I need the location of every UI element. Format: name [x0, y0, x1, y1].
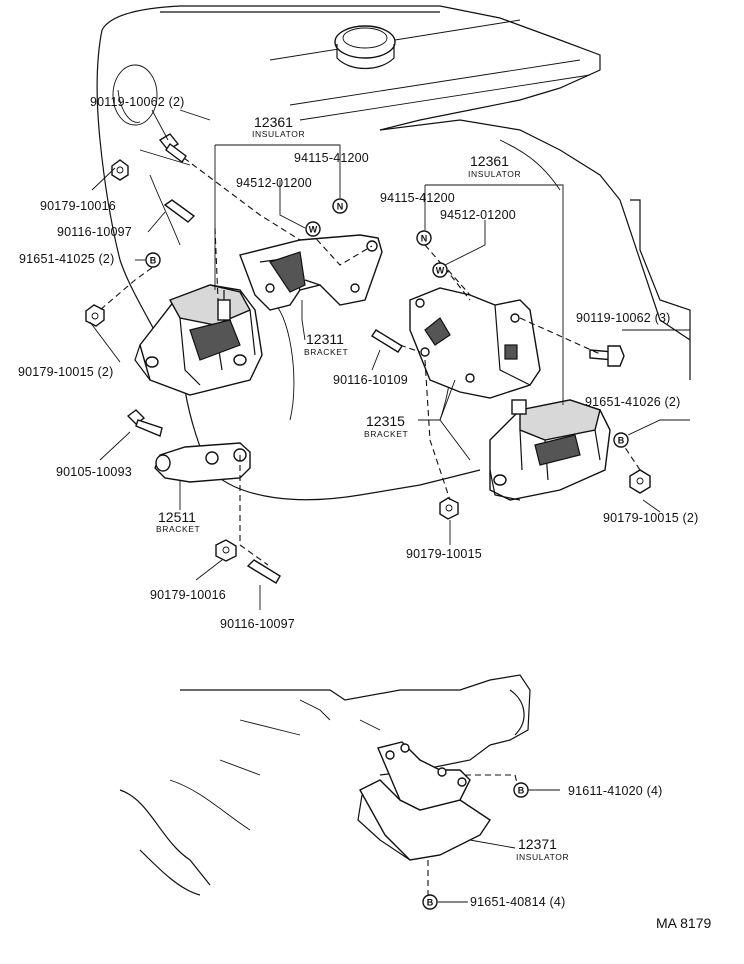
label-91611-41020: 91611-41020 (4) — [568, 784, 663, 798]
left-bracket-12311 — [239, 234, 383, 311]
label-bracket-12511: BRACKET — [156, 524, 200, 534]
nut-icon — [629, 469, 651, 494]
reference-code: MA 8179 — [656, 915, 711, 931]
label-12361-left: 12361 — [254, 114, 293, 130]
bolt-symbol-icon: B — [613, 432, 629, 448]
washer-symbol-icon: W — [432, 262, 448, 278]
nut-icon — [85, 304, 105, 327]
svg-text:W: W — [309, 225, 318, 235]
label-90116-10109: 90116-10109 — [333, 373, 408, 387]
label-insulator-left: INSULATOR — [252, 129, 305, 139]
svg-text:W: W — [436, 266, 445, 276]
part-labels: 90119-10062 (2) 12361 INSULATOR 94115-41… — [18, 95, 711, 931]
svg-text:B: B — [518, 786, 525, 796]
label-12361-right: 12361 — [470, 153, 509, 169]
label-94512-01200-right: 94512-01200 — [440, 208, 516, 222]
bolt-icon — [589, 345, 625, 367]
nut-icon — [111, 159, 129, 181]
bolt-icon — [126, 409, 163, 437]
nut-symbol-icon: N — [332, 198, 348, 214]
label-91651-41025: 91651-41025 (2) — [19, 252, 114, 266]
label-12371: 12371 — [518, 836, 557, 852]
bracket-12315 — [409, 287, 541, 399]
leader-lines — [89, 109, 690, 903]
label-12315: 12315 — [366, 413, 405, 429]
label-insulator-right: INSULATOR — [468, 169, 521, 179]
washer-symbol-icon: W — [305, 221, 321, 237]
bolt-symbol-icon: B — [422, 894, 438, 910]
label-bracket-12311: BRACKET — [304, 347, 348, 357]
label-94512-01200-left: 94512-01200 — [236, 176, 312, 190]
label-90116-10097-bottom: 90116-10097 — [220, 617, 295, 631]
label-12311: 12311 — [306, 331, 344, 347]
svg-text:B: B — [427, 898, 434, 908]
bolt-symbol-icon: B — [145, 252, 161, 268]
label-90179-10016-top: 90179-10016 — [40, 199, 116, 213]
fasteners — [85, 133, 651, 584]
label-bracket-12315: BRACKET — [364, 429, 408, 439]
bolt-icon — [158, 133, 187, 164]
symbol-markers: N W B N W B B B — [145, 198, 629, 910]
svg-text:N: N — [421, 234, 428, 244]
label-94115-41200-right: 94115-41200 — [380, 191, 455, 205]
left-insulator-12361 — [134, 284, 263, 396]
label-90116-10097-top: 90116-10097 — [57, 225, 132, 239]
stud-icon — [163, 199, 196, 223]
label-91651-41026: 91651-41026 (2) — [585, 395, 680, 409]
label-90105-10093: 90105-10093 — [56, 465, 132, 479]
assembly-lines — [99, 157, 641, 900]
svg-text:N: N — [337, 202, 344, 212]
transmission-housing — [119, 674, 531, 896]
label-90179-10015: 90179-10015 — [406, 547, 482, 561]
rear-insulator-12371 — [357, 741, 491, 861]
label-90179-10015-2-right: 90179-10015 (2) — [603, 511, 698, 525]
label-90119-10062-3: 90119-10062 (3) — [576, 311, 671, 325]
stud-icon — [371, 329, 403, 353]
svg-text:B: B — [150, 256, 157, 266]
nut-symbol-icon: N — [416, 230, 432, 246]
bracket-12511 — [154, 442, 251, 483]
bolt-symbol-icon: B — [513, 782, 529, 798]
label-94115-41200-left: 94115-41200 — [294, 151, 369, 165]
right-insulator-12361 — [489, 399, 611, 501]
label-90179-10015-2-left: 90179-10015 (2) — [18, 365, 113, 379]
stud-icon — [246, 559, 281, 584]
label-12511: 12511 — [158, 509, 196, 525]
label-90119-10062-2: 90119-10062 (2) — [90, 95, 185, 109]
svg-text:B: B — [618, 436, 625, 446]
label-insulator-rear: INSULATOR — [516, 852, 569, 862]
label-90179-10016-bottom: 90179-10016 — [150, 588, 226, 602]
nut-icon — [215, 539, 237, 562]
nut-icon — [439, 497, 459, 520]
label-91651-40814: 91651-40814 (4) — [470, 895, 565, 909]
